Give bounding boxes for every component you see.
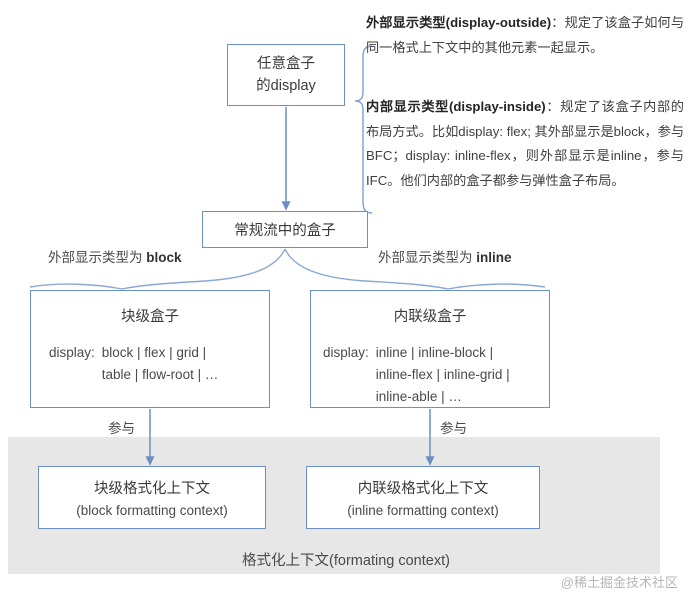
node-block-formatting-context-box: 块级格式化上下文 (block formatting context) bbox=[38, 466, 266, 529]
edge-label-join-left: 参与 bbox=[108, 421, 135, 436]
note-display-outside-body: ：规定了该盒子如何与同一格式上下文中的其他元素一起显示。 bbox=[366, 15, 685, 55]
inline-display-key: display: bbox=[323, 345, 369, 360]
edge-split-left-tail bbox=[29, 283, 123, 290]
formatting-context-caption: 格式化上下文(formating context) bbox=[242, 553, 450, 569]
note-display-inside-body: ：规定了该盒子内部的布局方式。比如display: flex; 其外部显示是bl… bbox=[366, 99, 685, 188]
node-block-level-title: 块级盒子 bbox=[121, 309, 179, 325]
node-inline-level-title: 内联级盒子 bbox=[393, 309, 467, 325]
block-display-key: display: bbox=[49, 345, 95, 360]
edge-label-join-right: 参与 bbox=[440, 421, 467, 436]
node-any-box-display-line2: 的display bbox=[256, 78, 316, 94]
node-normal-flow-label: 常规流中的盒子 bbox=[234, 223, 336, 239]
ifc-label-en: (inline formatting context) bbox=[347, 503, 499, 518]
edge-label-outside-block: 外部显示类型为 block bbox=[48, 246, 182, 266]
node-any-box-display: 任意盒子 的display bbox=[227, 44, 345, 106]
node-normal-flow-box: 常规流中的盒子 bbox=[202, 211, 368, 248]
note-display-inside-term: 内部显示类型(display-inside) bbox=[366, 99, 546, 114]
node-inline-level-box: 内联级盒子 display: inline | inline-block | i… bbox=[310, 290, 550, 408]
bfc-label-cn: 块级格式化上下文 bbox=[94, 481, 210, 497]
ifc-label-cn: 内联级格式化上下文 bbox=[357, 481, 489, 497]
node-block-level-declaration: display: block | flex | grid | table | f… bbox=[31, 342, 269, 386]
edge-label-outside-inline-prefix: 外部显示类型为 bbox=[378, 250, 477, 265]
edge-label-outside-block-value: block bbox=[146, 250, 182, 265]
edge-label-outside-inline: 外部显示类型为 inline bbox=[378, 246, 512, 266]
note-display-inside: 内部显示类型(display-inside)：规定了该盒子内部的布局方式。比如d… bbox=[366, 95, 684, 193]
edge-label-outside-block-prefix: 外部显示类型为 bbox=[48, 250, 147, 265]
node-inline-formatting-context-box: 内联级格式化上下文 (inline formatting context) bbox=[306, 466, 540, 529]
block-display-values: block | flex | grid | table | flow-root … bbox=[101, 345, 219, 382]
note-display-outside: 外部显示类型(display-outside)：规定了该盒子如何与同一格式上下文… bbox=[366, 11, 684, 60]
edge-split-right-tail bbox=[447, 283, 546, 290]
edge-label-outside-inline-value: inline bbox=[476, 250, 512, 265]
watermark: @稀土掘金技术社区 bbox=[560, 575, 678, 590]
inline-display-values: inline | inline-block | inline-flex | in… bbox=[375, 345, 510, 404]
bfc-label-en: (block formatting context) bbox=[76, 503, 228, 518]
node-any-box-display-line1: 任意盒子 bbox=[257, 55, 315, 72]
note-display-outside-term: 外部显示类型(display-outside) bbox=[366, 15, 552, 30]
node-inline-level-declaration: display: inline | inline-block | inline-… bbox=[311, 342, 549, 408]
node-block-level-box: 块级盒子 display: block | flex | grid | tabl… bbox=[30, 290, 270, 408]
